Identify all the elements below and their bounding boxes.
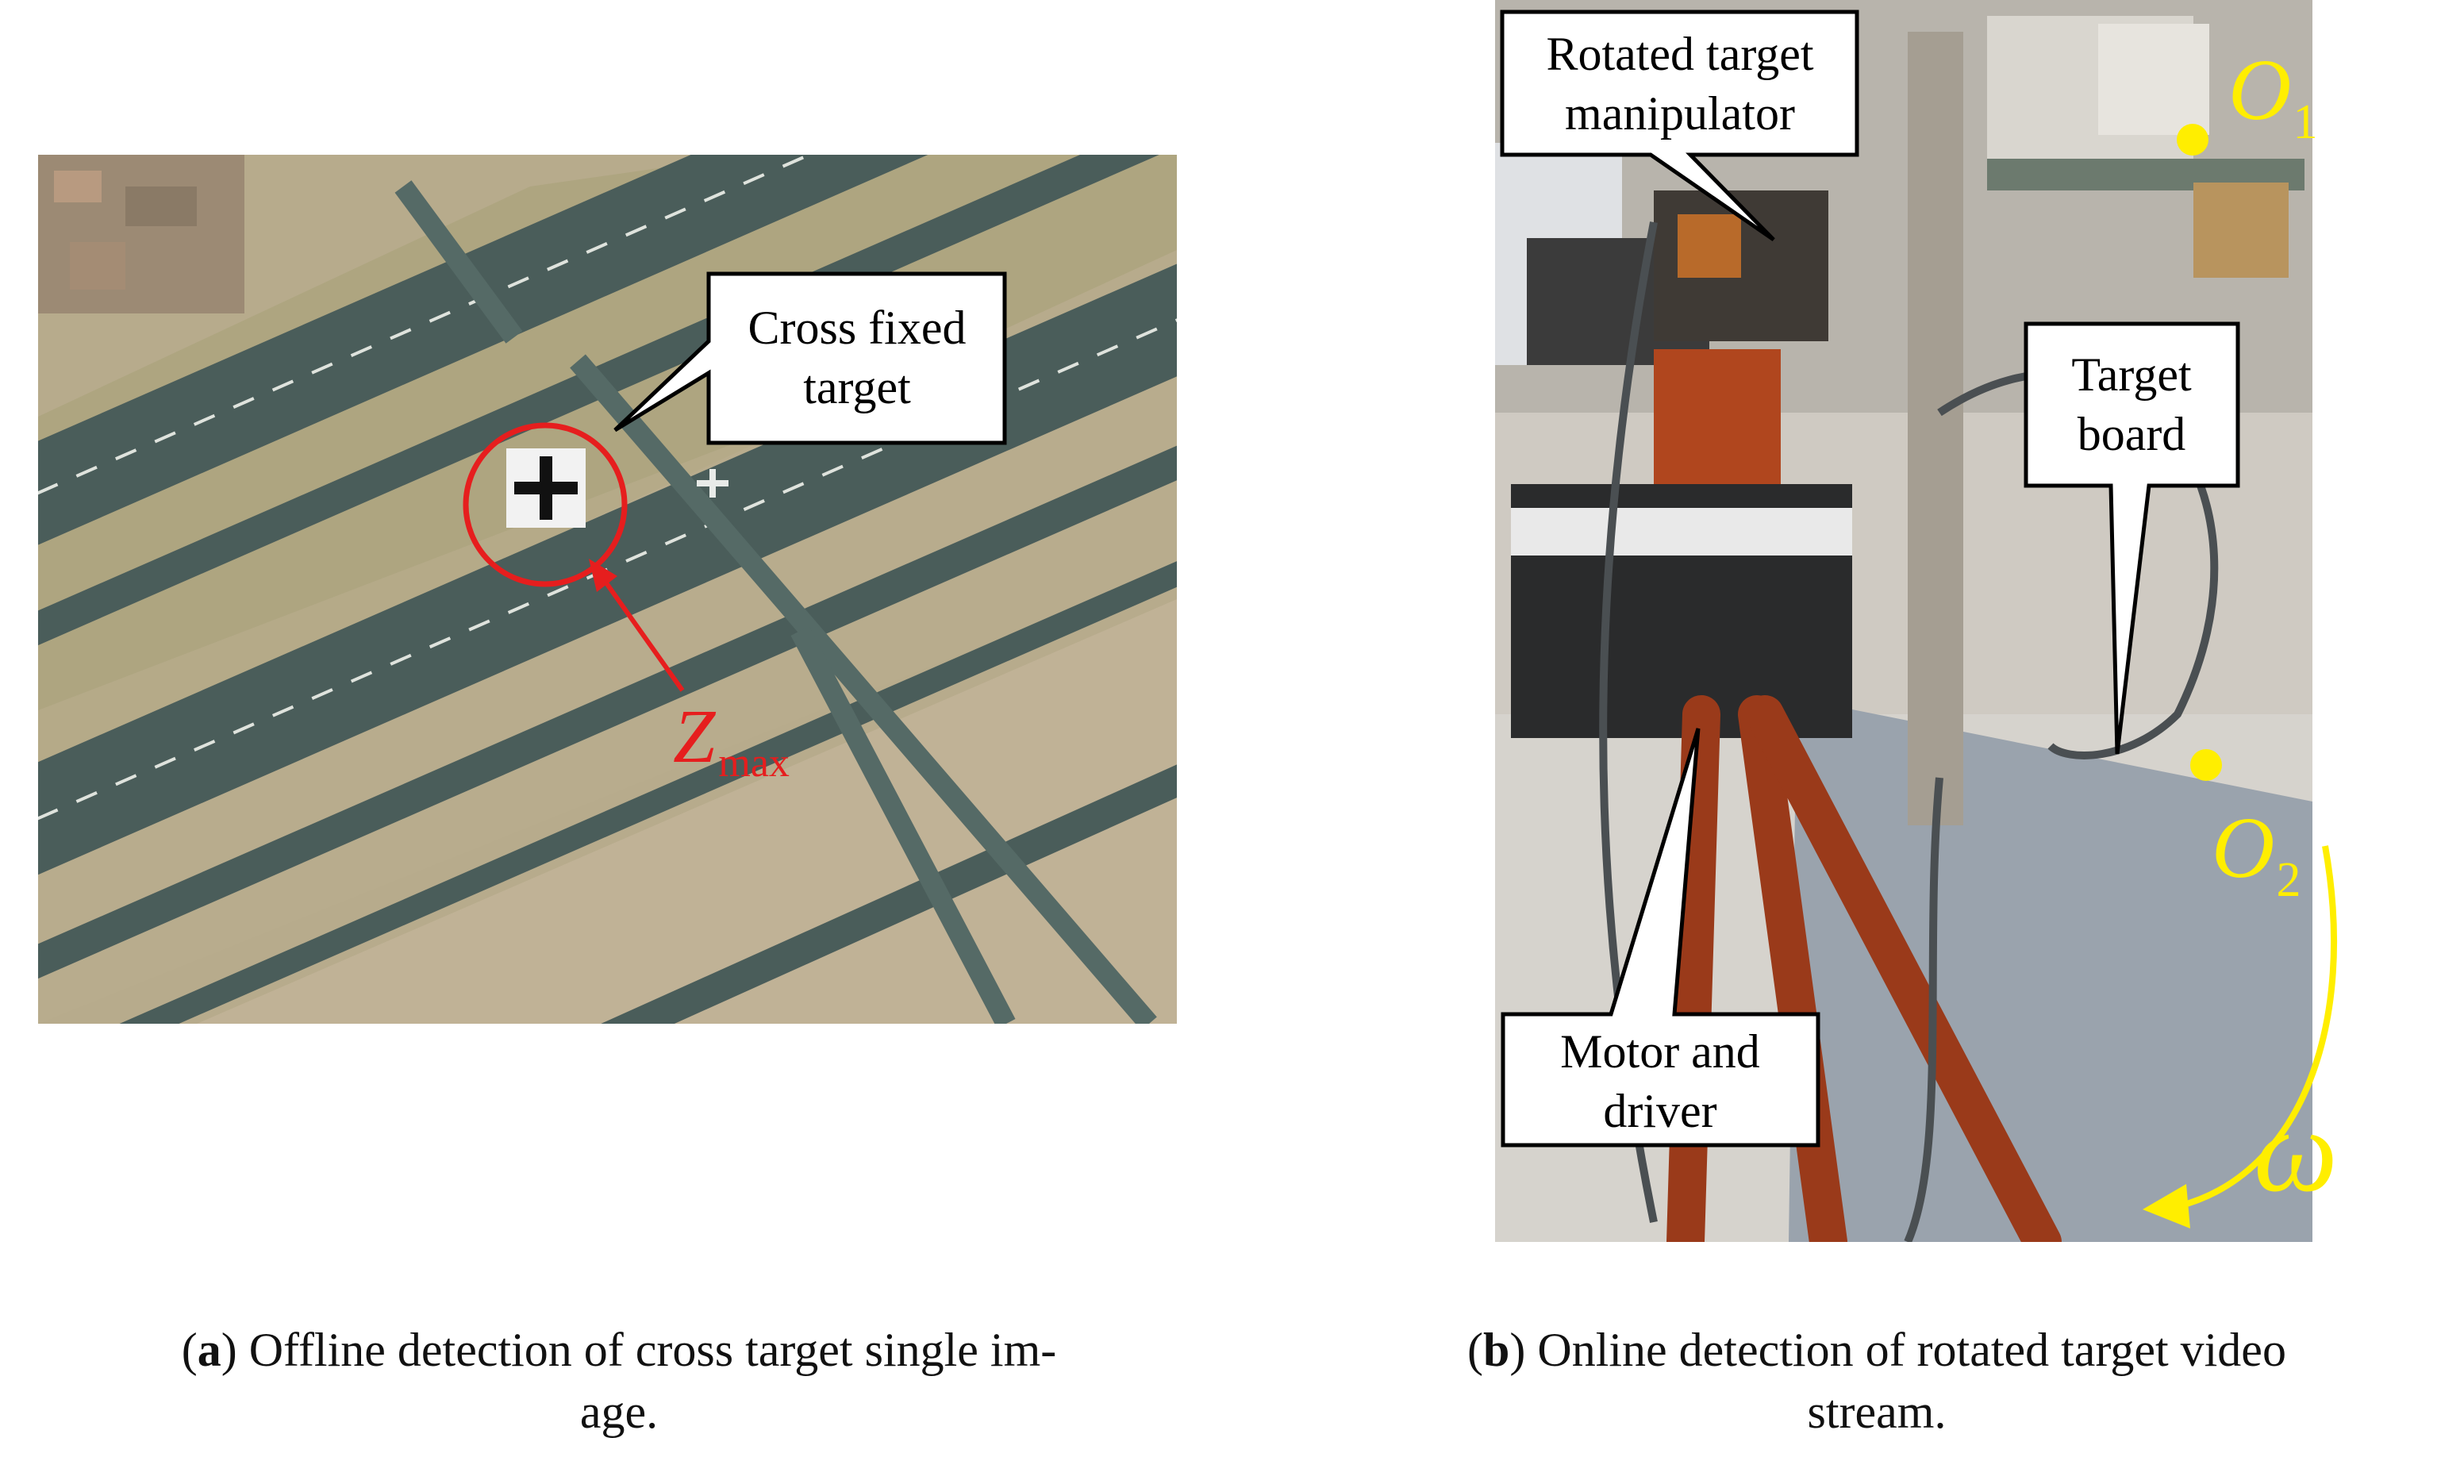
panel-a-annotations: Zmax Cross fixed target bbox=[463, 271, 1007, 786]
callout-cross-line1: Cross fixed bbox=[748, 302, 967, 354]
rotation-arrowhead bbox=[2143, 1184, 2190, 1228]
caption-a: (a) Offline detection of cross target si… bbox=[32, 1319, 1206, 1443]
callout-manipulator-line1: Rotated target bbox=[1546, 28, 1813, 80]
callout-board-line1: Target bbox=[2071, 348, 2192, 401]
caption-b-letter: b bbox=[1483, 1324, 1510, 1376]
callout-cross-line2: target bbox=[803, 361, 911, 413]
lab-setup-photo bbox=[1495, 0, 2312, 1242]
caption-a-line2: age. bbox=[579, 1386, 659, 1438]
point-o2 bbox=[2190, 749, 2222, 781]
omega-label: ω bbox=[2254, 1085, 2338, 1217]
zmax-label: Zmax bbox=[673, 694, 790, 786]
callout-manipulator-line2: manipulator bbox=[1565, 87, 1795, 140]
caption-b-line2: stream. bbox=[1807, 1386, 1947, 1438]
caption-a-line1: Offline detection of cross target single… bbox=[248, 1324, 1057, 1376]
panel-b-annotations: O1 O2 ω Rotated target manipulator Targe… bbox=[1500, 10, 2338, 1228]
target-board bbox=[1789, 698, 2312, 1242]
caption-b: (b) Online detection of rotated target v… bbox=[1301, 1319, 2452, 1443]
callout-cross-box bbox=[613, 271, 1007, 445]
callout-manipulator bbox=[1500, 10, 1859, 242]
panel-b: O1 O2 ω Rotated target manipulator Targe… bbox=[1230, 0, 2464, 1484]
detection-circle bbox=[463, 422, 628, 587]
rotation-arc bbox=[2177, 845, 2337, 1209]
zmax-arrow bbox=[597, 571, 685, 692]
caption-b-line1: Online detection of rotated target video bbox=[1537, 1324, 2286, 1376]
callout-board bbox=[2024, 321, 2240, 755]
o2-label: O2 bbox=[2212, 799, 2301, 907]
callout-motor-line2: driver bbox=[1603, 1085, 1716, 1137]
callout-motor bbox=[1501, 728, 1820, 1148]
airplane-icon bbox=[697, 469, 728, 498]
callout-board-line2: board bbox=[2078, 408, 2186, 460]
caption-a-letter: a bbox=[197, 1324, 221, 1376]
callout-motor-line1: Motor and bbox=[1560, 1025, 1760, 1078]
point-o1 bbox=[2177, 124, 2208, 156]
panel-a: Zmax Cross fixed target (a) Offline dete… bbox=[0, 0, 1230, 1484]
o1-label: O1 bbox=[2228, 41, 2317, 149]
